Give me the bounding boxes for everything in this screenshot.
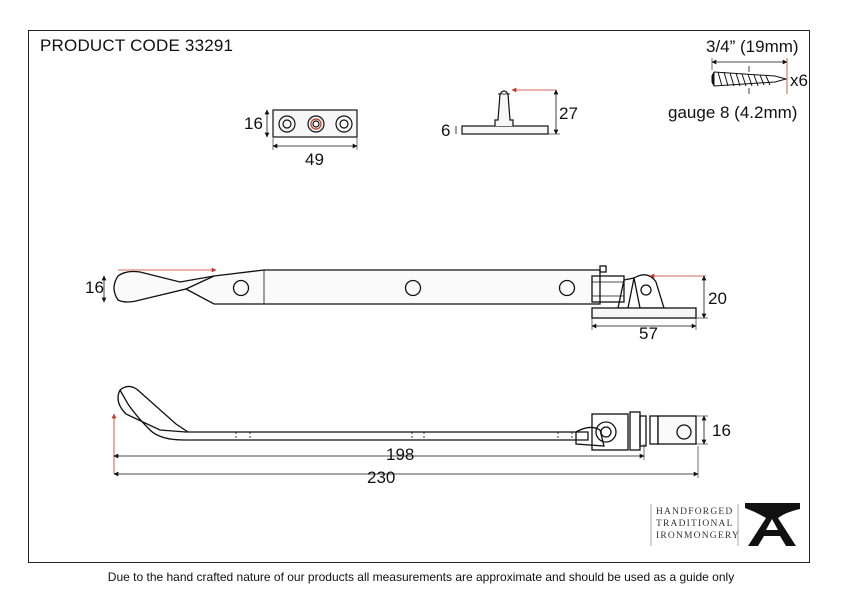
brand-text: HANDFORGED TRADITIONAL IRONMONGERY bbox=[656, 506, 740, 542]
brand-line: TRADITIONAL bbox=[656, 519, 734, 529]
overall-length-label: 230 bbox=[367, 468, 396, 487]
side-bracket-height-label: 16 bbox=[712, 421, 731, 440]
brand-line: IRONMONGERY bbox=[656, 531, 740, 541]
keep-plate-drawing bbox=[264, 109, 358, 150]
screw-icon bbox=[711, 58, 788, 94]
brand-line: HANDFORGED bbox=[656, 507, 734, 517]
anvil-logo bbox=[650, 503, 800, 546]
keep-plate-height-label: 16 bbox=[244, 114, 263, 133]
screw-gauge-label: gauge 8 (4.2mm) bbox=[668, 103, 798, 122]
keep-plate-width-label: 49 bbox=[305, 150, 324, 169]
product-code: PRODUCT CODE 33291 bbox=[40, 36, 234, 55]
pin-drawing bbox=[455, 87, 560, 135]
bracket-height-label: 20 bbox=[708, 289, 727, 308]
pin-height-label: 27 bbox=[559, 104, 578, 123]
stay-top-view bbox=[101, 265, 708, 330]
screw-length-label: 3/4” (19mm) bbox=[706, 37, 799, 56]
bracket-width-label: 57 bbox=[639, 324, 658, 343]
arm-height-label: 16 bbox=[85, 278, 104, 297]
stay-side-view bbox=[111, 385, 708, 478]
pin-base-label: 6 bbox=[441, 121, 451, 140]
screw-quantity-label: x6 bbox=[790, 71, 808, 90]
disclaimer-text: Due to the hand crafted nature of our pr… bbox=[107, 570, 735, 584]
drawing-frame bbox=[28, 30, 810, 563]
pin-length-label: 198 bbox=[386, 445, 415, 464]
